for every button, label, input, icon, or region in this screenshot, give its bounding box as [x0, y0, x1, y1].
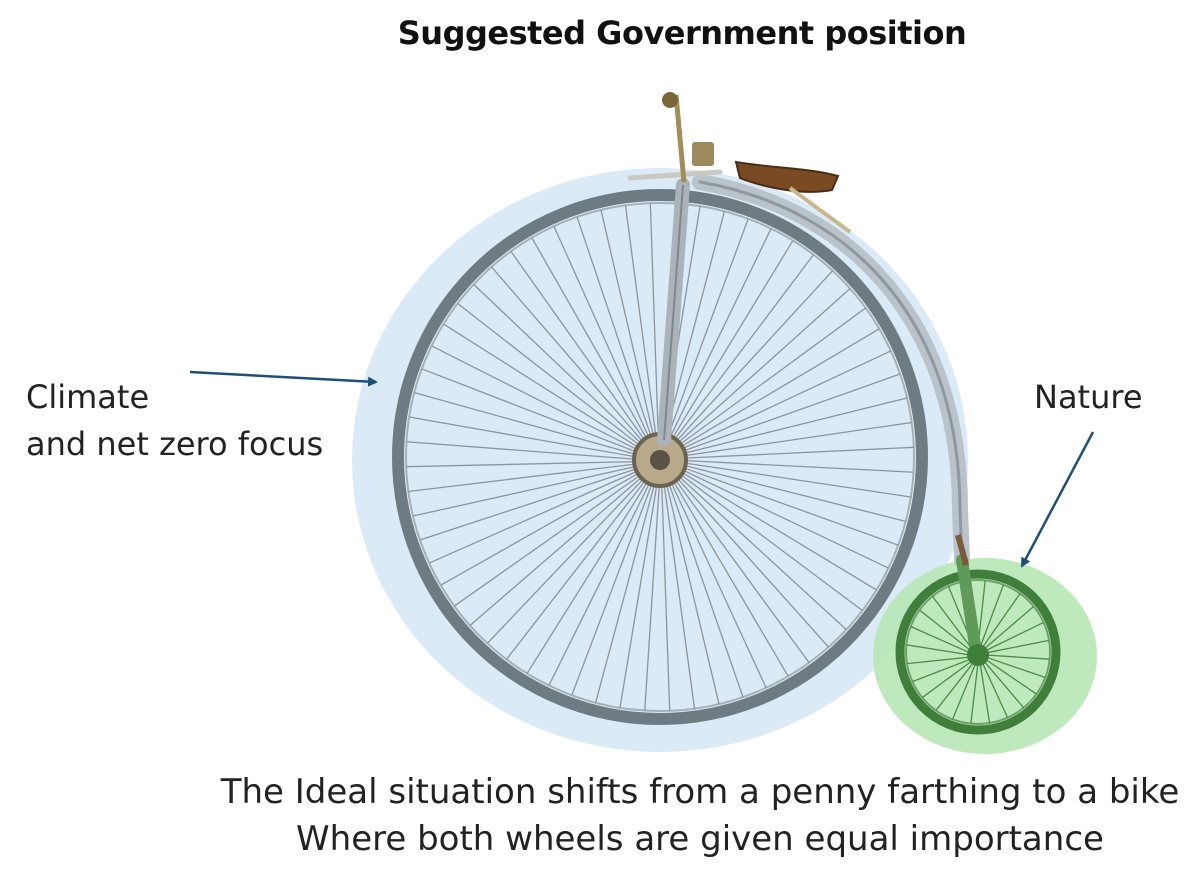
- spoke: [670, 307, 867, 452]
- spoke: [548, 472, 656, 686]
- spoke: [576, 216, 656, 448]
- caption-line1: The Ideal situation shifts from a penny …: [220, 772, 1180, 812]
- spoke: [671, 328, 880, 453]
- spoke: [469, 469, 651, 627]
- spoke: [669, 469, 829, 648]
- spoke: [443, 323, 649, 454]
- climate-label-line2: and net zero focus: [26, 425, 324, 463]
- spoke: [672, 373, 901, 456]
- spoke: [672, 464, 889, 569]
- nature-label: Nature: [1034, 378, 1143, 416]
- small-spoke: [931, 595, 973, 650]
- spoke: [406, 460, 647, 468]
- climate-label-line1: Climate: [26, 378, 150, 416]
- small-spoke: [984, 621, 1044, 652]
- spoke: [673, 397, 908, 457]
- spoke: [619, 473, 660, 708]
- spoke: [671, 467, 863, 612]
- spoke: [594, 473, 658, 703]
- caption-line2: Where both wheels are given equal import…: [296, 819, 1104, 859]
- spoke: [457, 302, 649, 453]
- spoke: [673, 460, 911, 498]
- spoke: [431, 345, 648, 456]
- climate-arrow: [189, 370, 378, 387]
- small-spoke: [935, 661, 975, 711]
- small-spoke: [981, 593, 1021, 649]
- spoke: [453, 468, 650, 607]
- spoke: [662, 473, 696, 709]
- small-spoke: [979, 584, 1005, 648]
- spoke: [473, 283, 650, 452]
- spoke: [406, 441, 647, 461]
- spoke: [670, 468, 847, 631]
- small-spoke: [906, 656, 971, 665]
- spoke: [414, 391, 647, 458]
- spoke: [663, 218, 749, 447]
- spoke: [673, 463, 899, 546]
- diagram-title: Suggested Government position: [397, 14, 967, 52]
- spoke: [673, 459, 914, 473]
- spoke: [553, 225, 654, 448]
- spoke: [409, 416, 647, 460]
- spoke: [600, 209, 657, 447]
- spoke: [664, 472, 744, 698]
- small-spoke: [985, 639, 1050, 654]
- spoke: [505, 471, 653, 660]
- spoke: [624, 205, 658, 447]
- spoke: [660, 473, 671, 711]
- spoke: [421, 368, 647, 457]
- spoke: [663, 473, 720, 705]
- spoke: [412, 463, 647, 517]
- spoke: [428, 466, 648, 564]
- small-spoke: [921, 660, 973, 699]
- spoke: [510, 250, 652, 450]
- small-spoke: [910, 625, 971, 654]
- small-spoke: [983, 660, 1025, 709]
- spoke: [667, 254, 815, 449]
- small-spoke: [951, 662, 977, 720]
- spoke: [644, 473, 661, 711]
- spoke: [672, 350, 892, 454]
- small-spoke: [979, 662, 991, 724]
- spoke: [666, 240, 794, 448]
- spoke: [490, 266, 651, 451]
- small-spoke: [985, 654, 1050, 660]
- spoke: [668, 270, 834, 450]
- handlebar: [627, 92, 723, 183]
- small-spoke: [985, 656, 1046, 679]
- spoke: [531, 237, 653, 449]
- small-wheel: [895, 534, 1061, 735]
- spoke: [672, 466, 877, 591]
- spoke: [486, 470, 652, 644]
- small-spoke: [981, 661, 1009, 718]
- small-spoke: [984, 658, 1037, 695]
- spoke: [526, 472, 654, 674]
- spoke: [667, 471, 789, 677]
- saddle: [734, 160, 852, 234]
- front-fork: [657, 178, 690, 447]
- spoke: [673, 462, 906, 523]
- small-spoke: [970, 662, 979, 724]
- spoke: [669, 288, 851, 451]
- small-spoke: [983, 605, 1035, 650]
- small-spoke: [906, 644, 971, 656]
- small-spoke: [919, 609, 972, 652]
- nature-arrow: [1020, 431, 1095, 568]
- spoke: [673, 421, 912, 458]
- climate-label: Climate and net zero focus: [26, 374, 323, 468]
- bicycle-frame: [692, 174, 970, 568]
- spoke: [649, 203, 660, 447]
- spoke: [571, 473, 657, 696]
- small-spoke: [912, 658, 972, 683]
- spoke: [440, 467, 649, 586]
- spoke: [666, 472, 767, 689]
- spoke: [419, 464, 648, 541]
- spoke: [673, 446, 914, 460]
- spoke: [664, 228, 772, 448]
- spoke: [668, 470, 810, 664]
- spoke: [408, 462, 647, 493]
